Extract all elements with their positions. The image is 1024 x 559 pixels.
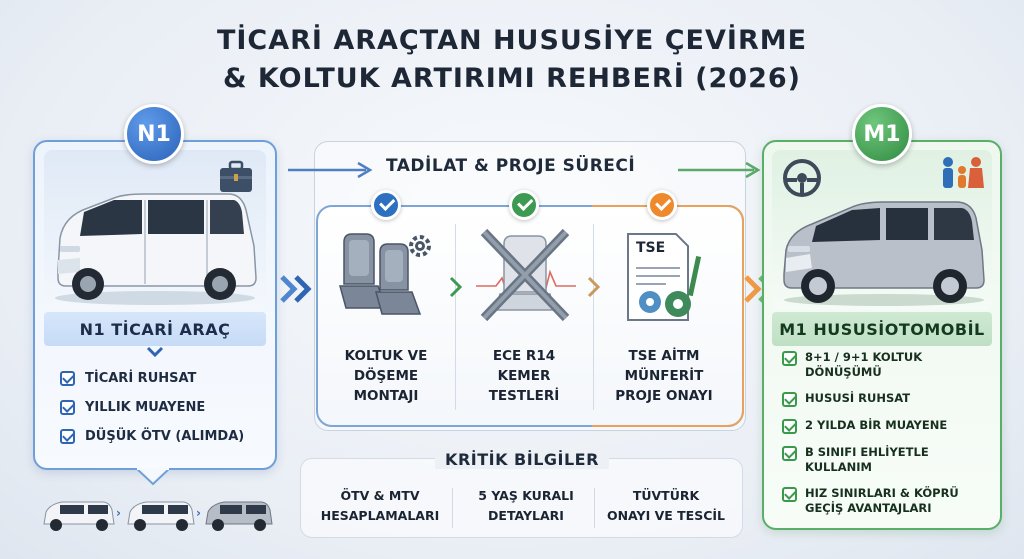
page-title: TİCARİ ARAÇTAN HUSUSİYE ÇEVİRME & KOLTUK…: [0, 22, 1024, 98]
check-icon: [782, 419, 797, 434]
step-1-line-2: DÖŞEME: [353, 368, 419, 384]
arrow-right-icon: ›: [196, 506, 201, 520]
m1-item-label: B SINIFI EHLİYETLE KULLANIM: [805, 445, 929, 474]
document-icon: TSE: [622, 228, 712, 328]
n1-badge: N1: [124, 104, 184, 164]
divider: [455, 224, 456, 410]
arrow-right-icon: ›: [116, 506, 121, 520]
n1-item-label: TİCARİ RUHSAT: [85, 371, 197, 386]
critical-info-title-text: KRİTİK BİLGİLER: [435, 450, 609, 469]
check-icon: [60, 429, 75, 444]
m1-badge: M1: [852, 104, 912, 164]
step-3-line-1: TSE AİTM: [628, 348, 700, 364]
briefcase-icon: [220, 160, 252, 192]
arrow-right-icon: [678, 161, 761, 179]
divider: [594, 488, 595, 528]
title-line-1: TİCARİ ARAÇTAN HUSUSİYE ÇEVİRME: [216, 25, 808, 56]
n1-feature-list: TİCARİ RUHSAT YILLIK MUAYENE DÜŞÜK ÖTV (…: [60, 364, 270, 451]
chevron-right-icon: [587, 276, 601, 298]
check-icon: [60, 400, 75, 415]
critical-info-item: 5 YAŞ KURALI DETAYLARI: [456, 486, 596, 526]
divider: [593, 224, 594, 410]
list-item: HIZ SINIRLARI & KÖPRÜ GEÇİŞ AVANTAJLARI: [782, 486, 996, 516]
step-3-check-icon: [647, 190, 677, 220]
n1-label: N1 TİCARİ ARAÇ: [44, 312, 266, 346]
step-3-line-2: MÜNFERİT: [624, 368, 704, 384]
step-2-line-3: TESTLERİ: [488, 388, 560, 404]
seat-icon: [339, 233, 431, 315]
m1-item-label: HUSUSİ RUHSAT: [805, 391, 911, 405]
step-1-check-icon: [371, 190, 401, 220]
m1-feature-list: 8+1 / 9+1 KOLTUK DÖNÜŞÜMÜ HUSUSİ RUHSAT …: [782, 350, 996, 527]
panel-pointer: [136, 468, 170, 486]
step-2-line-2: KEMER: [497, 368, 551, 384]
mini-van-3: [205, 501, 273, 531]
n1-item-label: YILLIK MUAYENE: [85, 400, 206, 415]
chevron-right-icon: [449, 276, 463, 298]
minivan-silver: [783, 201, 985, 306]
steering-wheel-icon: [783, 159, 821, 197]
critical-info-item: TÜVTÜRK ONAYI VE TESCİL: [596, 486, 736, 526]
check-icon: [60, 371, 75, 386]
n1-item-label: DÜŞÜK ÖTV (ALIMDA): [85, 429, 245, 444]
process-title: TADİLAT & PROJE SÜRECİ: [386, 156, 636, 176]
critical-info-item-line-1: 5 YAŞ KURALI: [478, 488, 574, 503]
list-item: DÜŞÜK ÖTV (ALIMDA): [60, 422, 270, 451]
step-2-check-icon: [509, 190, 539, 220]
check-icon: [782, 446, 797, 461]
family-icon: [943, 157, 984, 188]
title-line-2: & KOLTUK ARTIRIMI REHBERİ (2026): [222, 63, 801, 94]
arrow-right-icon: [280, 275, 312, 303]
van-white: [55, 193, 257, 305]
divider: [452, 488, 453, 528]
list-item: TİCARİ RUHSAT: [60, 364, 270, 393]
step-1-line-1: KOLTUK VE: [344, 348, 428, 364]
step-2-label: ECE R14 KEMER TESTLERİ: [460, 346, 588, 406]
list-item: 2 YILDA BİR MUAYENE: [782, 418, 996, 434]
m1-item-label: HIZ SINIRLARI & KÖPRÜ: [805, 486, 959, 500]
critical-info-item-line-1: TÜVTÜRK: [632, 488, 700, 503]
mini-van-1: [43, 501, 115, 531]
crossed-belt-icon: [476, 228, 576, 322]
step-3-label: TSE AİTM MÜNFERİT PROJE ONAYI: [600, 346, 728, 406]
critical-info-item: ÖTV & MTV HESAPLAMALARI: [310, 486, 450, 526]
list-item: HUSUSİ RUHSAT: [782, 391, 996, 407]
step-2-line-1: ECE R14: [492, 348, 556, 364]
list-item: 8+1 / 9+1 KOLTUK DÖNÜŞÜMÜ: [782, 350, 996, 380]
critical-info-item-line-2: ONAYI VE TESCİL: [606, 508, 726, 523]
critical-info-item-line-2: HESAPLAMALARI: [320, 508, 440, 523]
gear-icon: [409, 235, 431, 257]
check-icon: [782, 392, 797, 407]
step-1-line-3: MONTAJI: [353, 388, 419, 404]
m1-vehicle-image: [772, 150, 992, 310]
list-item: YILLIK MUAYENE: [60, 393, 270, 422]
step-1-label: KOLTUK VE DÖŞEME MONTAJI: [322, 346, 450, 406]
m1-item-label: 2 YILDA BİR MUAYENE: [805, 418, 948, 432]
check-icon: [782, 487, 797, 502]
list-item: B SINIFI EHLİYETLE KULLANIM: [782, 445, 996, 475]
critical-info-title: KRİTİK BİLGİLER: [0, 450, 1024, 469]
critical-info-item-line-1: ÖTV & MTV: [340, 488, 420, 503]
check-icon: [782, 351, 797, 366]
m1-label: M1 HUSUSİOTOMOBİL: [772, 312, 992, 346]
step-3-line-3: PROJE ONAYI: [615, 388, 713, 404]
m1-item-label-2: GEÇİŞ AVANTAJLARI: [805, 501, 932, 515]
critical-info-box: [300, 458, 743, 538]
critical-info-item-line-2: DETAYLARI: [488, 508, 564, 523]
n1-vehicle-image: [44, 150, 266, 310]
mini-van-2: [127, 501, 195, 531]
document-label: TSE: [636, 240, 666, 256]
m1-item-label: 8+1 / 9+1 KOLTUK DÖNÜŞÜMÜ: [805, 350, 923, 379]
arrow-right-icon: [288, 161, 373, 179]
chevron-down-icon: [146, 346, 164, 358]
